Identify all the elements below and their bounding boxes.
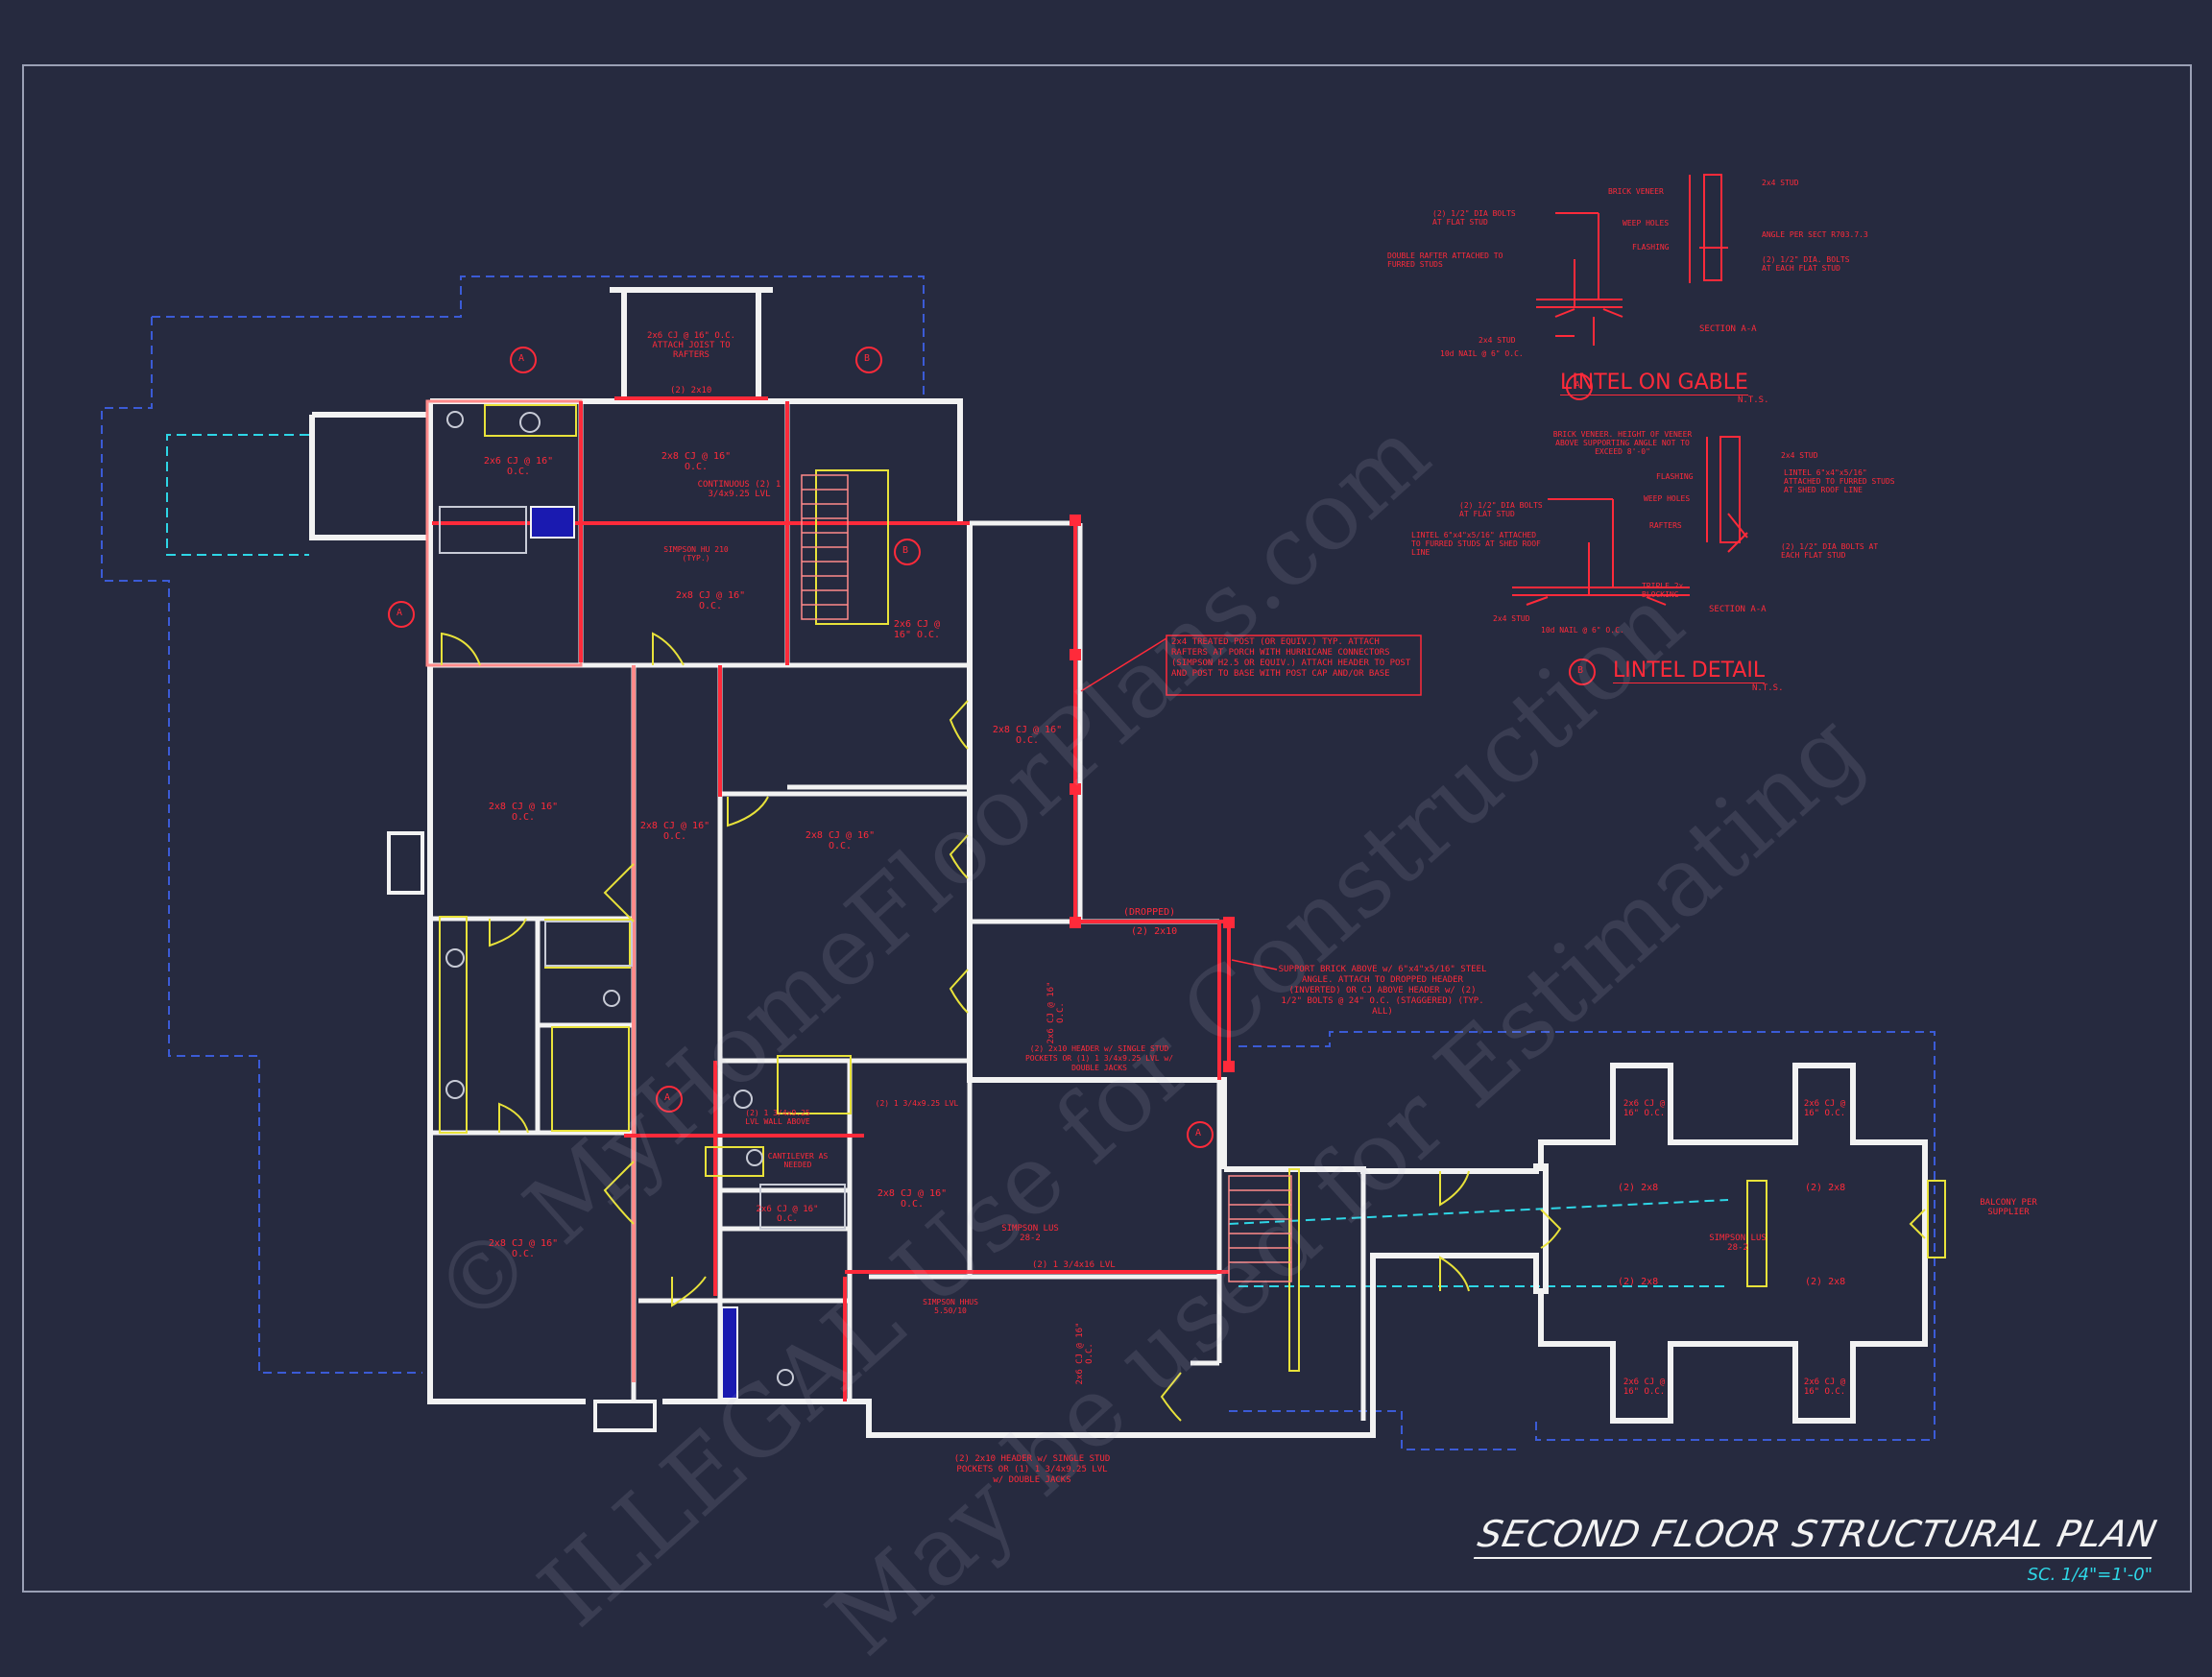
section-marker-letter: A xyxy=(664,1092,671,1103)
cj-label: 2x8 CJ @ 16" O.C. xyxy=(992,725,1063,746)
cj-label: 2x6 CJ @ 16" O.C. xyxy=(1623,1099,1666,1118)
cj-label: 2x8 CJ @ 16" O.C. xyxy=(488,802,559,823)
continuous-lvl-note: CONTINUOUS (2) 1 3/4x9.25 LVL xyxy=(697,480,781,499)
detail-b-label: 2x4 STUD xyxy=(1781,451,1818,460)
chimneys xyxy=(387,831,657,1432)
balcony-note: BALCONY PER SUPPLIER xyxy=(1980,1198,2037,1217)
detail-a-nts: N.T.S. xyxy=(1738,395,1769,405)
support-brick-leader xyxy=(1231,959,1278,970)
section-marker-letter: A xyxy=(1195,1128,1202,1138)
porch-post-note: 2x4 TREATED POST (OR EQUIV.) TYP. ATTACH… xyxy=(1171,637,1411,679)
detail-b-title: LINTEL DETAIL xyxy=(1613,659,1766,683)
detail-b-label: TRIPLE 2x BLOCKING xyxy=(1642,582,1684,599)
sheet-border xyxy=(22,64,2192,1593)
detail-a-label: DOUBLE RAFTER ATTACHED TO FURRED STUDS xyxy=(1387,252,1503,269)
detail-b-label: (2) 1/2" DIA BOLTS AT EACH FLAT STUD xyxy=(1781,542,1879,560)
porch-post-note-box xyxy=(1166,635,1422,696)
detail-b-label: RAFTERS xyxy=(1649,521,1682,530)
structural-nodes xyxy=(1070,515,1235,1072)
cj-label: 2x6 CJ @ 16" O.C. xyxy=(1803,1378,1846,1397)
simpson-note-4: SIMPSON HHUS 5.50/10 xyxy=(923,1298,978,1315)
cj-label: 2x6 CJ @ 16" O.C. xyxy=(893,619,941,640)
detail-a-label: 2x4 STUD xyxy=(1479,336,1516,345)
sheet-scale: SC. 1/4"=1'-0" xyxy=(2027,1565,2152,1585)
detail-b-label: WEEP HOLES xyxy=(1644,494,1691,503)
detail-lintel xyxy=(1512,436,1748,606)
tub-fixtures xyxy=(439,411,846,1386)
cj-label: 2x8 CJ @ 16" O.C. xyxy=(639,821,710,842)
cyan-dashed xyxy=(166,434,1729,1287)
detail-a-label: ANGLE PER SECT R703.7.3 xyxy=(1762,230,1868,239)
detail-lintel-on-gable xyxy=(1536,174,1728,346)
cj-label: 2x6 CJ @ 16" O.C. xyxy=(483,456,554,477)
simpson-note-1: SIMPSON HU 210 (TYP.) xyxy=(663,545,729,563)
mid-header-note: (2) 2x10 HEADER w/ SINGLE STUD POCKETS O… xyxy=(1024,1044,1174,1072)
balcony-walls xyxy=(1538,1063,1928,1424)
top-header-note: (2) 2x10 xyxy=(670,386,712,395)
detail-b-label: (2) 1/2" DIA BOLTS AT FLAT STUD xyxy=(1459,501,1543,518)
detail-b-label: FLASHING xyxy=(1656,472,1694,481)
sheet-title: SECOND FLOOR STRUCTURAL PLAN xyxy=(1474,1513,2162,1559)
cj-label: 2x8 CJ @ 16" O.C. xyxy=(661,451,732,472)
cantilever-note: CANTILEVER AS NEEDED xyxy=(767,1152,829,1169)
cj-label: 2x8 CJ @ 16" O.C. xyxy=(488,1238,559,1259)
section-marker-letter: B xyxy=(902,545,909,556)
detail-b-nts: N.T.S. xyxy=(1752,683,1784,693)
balcony-label: (2) 2x8 xyxy=(1618,1277,1659,1287)
balcony-label: (2) 2x8 xyxy=(1805,1277,1846,1287)
door-swings xyxy=(441,632,1926,1422)
dropped-size-note: (2) 2x10 xyxy=(1131,926,1178,937)
dropped-note: (DROPPED) xyxy=(1123,907,1176,918)
detail-b-label: LINTEL 6"x4"x5/16" ATTACHED TO FURRED ST… xyxy=(1411,531,1541,557)
cj-label: 2x8 CJ @ 16" O.C. xyxy=(805,830,876,851)
detail-a-label: 10d NAIL @ 6" O.C. xyxy=(1440,349,1524,358)
section-markers xyxy=(388,347,1596,1148)
detail-a-title: LINTEL ON GABLE xyxy=(1560,371,1748,395)
cj-label: 2x8 CJ @ 16" O.C. xyxy=(877,1188,948,1210)
top-joists-note: 2x6 CJ @ 16" O.C. ATTACH JOIST TO RAFTER… xyxy=(646,331,736,360)
support-brick-note: SUPPORT BRICK ABOVE w/ 6"x4"x5/16" STEEL… xyxy=(1278,965,1487,1017)
detail-a-label: (2) 1/2" DIA BOLTS AT FLAT STUD xyxy=(1432,209,1516,227)
section-marker-letter: B xyxy=(864,353,871,364)
detail-b-label: 10d NAIL @ 6" O.C. xyxy=(1541,626,1624,635)
lvl-wall-note: (2) 1 3/4x9.25 LVL WALL ABOVE xyxy=(745,1109,810,1126)
detail-b-label: 2x4 STUD xyxy=(1493,614,1530,623)
simpson-note-3: SIMPSON LUS 28-2 xyxy=(1709,1234,1767,1253)
blue-fixture xyxy=(530,506,575,539)
section-marker-letter: A xyxy=(397,608,403,618)
stairs xyxy=(801,474,1292,1282)
roof-outline xyxy=(101,276,1936,1450)
detail-a-label: WEEP HOLES xyxy=(1623,219,1670,228)
detail-b-label: BRICK VENEER. HEIGHT OF VENEER ABOVE SUP… xyxy=(1552,430,1693,456)
detail-a-label: BRICK VENEER xyxy=(1608,187,1664,196)
section-marker-letter: A xyxy=(1575,380,1581,391)
fixtures xyxy=(439,404,1946,1372)
section-marker-letter: A xyxy=(518,353,525,364)
blue-fixture-2 xyxy=(721,1306,738,1400)
cj-label: 2x6 CJ @ 16" O.C. xyxy=(1046,981,1066,1044)
cj-label: 2x6 CJ @ 16" O.C. xyxy=(1075,1322,1094,1385)
cj-label: 2x8 CJ @ 16" O.C. xyxy=(675,590,746,611)
detail-b-section: SECTION A-A xyxy=(1709,605,1767,614)
detail-a-label: (2) 1/2" DIA. BOLTS AT EACH FLAT STUD xyxy=(1762,255,1850,273)
detail-b-label: LINTEL 6"x4"x5/16" ATTACHED TO FURRED ST… xyxy=(1784,468,1895,494)
detail-a-label: 2x4 STUD xyxy=(1762,179,1799,187)
detail-a-label: FLASHING xyxy=(1632,243,1670,252)
cj-label: 2x6 CJ @ 16" O.C. xyxy=(1803,1099,1846,1118)
section-marker-letter: B xyxy=(1577,665,1584,676)
lvl-mid-note: (2) 1 3/4x9.25 LVL xyxy=(875,1099,959,1108)
detail-a-section: SECTION A-A xyxy=(1699,324,1757,334)
balcony-label: (2) 2x8 xyxy=(1618,1183,1659,1193)
bottom-header-note: (2) 2x10 HEADER w/ SINGLE STUD POCKETS O… xyxy=(953,1454,1111,1485)
cj-label: 2x6 CJ @ 16" O.C. xyxy=(1623,1378,1666,1397)
balcony-label: (2) 2x8 xyxy=(1805,1183,1846,1193)
simpson-note-2: SIMPSON LUS 28-2 xyxy=(1001,1224,1059,1243)
porch-post-leader xyxy=(1080,637,1167,692)
lvl-bottom-note: (2) 1 3/4x16 LVL xyxy=(1032,1260,1116,1270)
cj-label: 2x6 CJ @ 16" O.C. xyxy=(756,1205,819,1224)
structural-members xyxy=(425,396,1231,1401)
